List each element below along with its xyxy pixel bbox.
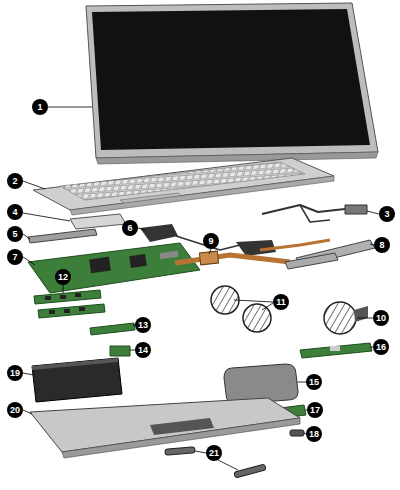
callout-number: 19 [7,365,23,381]
callout-number: 12 [55,269,71,285]
callout-number: 17 [307,402,323,418]
callout-number: 16 [373,339,389,355]
callout-number: 3 [379,206,395,222]
callout-number: 15 [306,374,322,390]
callout-number: 10 [373,310,389,326]
callout-number: 20 [7,402,23,418]
callout-number: 21 [206,445,222,461]
callout-number: 5 [7,226,23,242]
callout-number: 6 [122,220,138,236]
callout-number: 11 [273,294,289,310]
callout-number: 2 [7,173,23,189]
callout-number: 1 [32,99,48,115]
callout-number: 18 [306,426,322,442]
callout-number: 9 [203,233,219,249]
callout-number: 13 [135,317,151,333]
callout-number: 4 [7,204,23,220]
callout-number: 8 [374,237,390,253]
callout-number: 14 [135,342,151,358]
callout-number: 7 [7,249,23,265]
